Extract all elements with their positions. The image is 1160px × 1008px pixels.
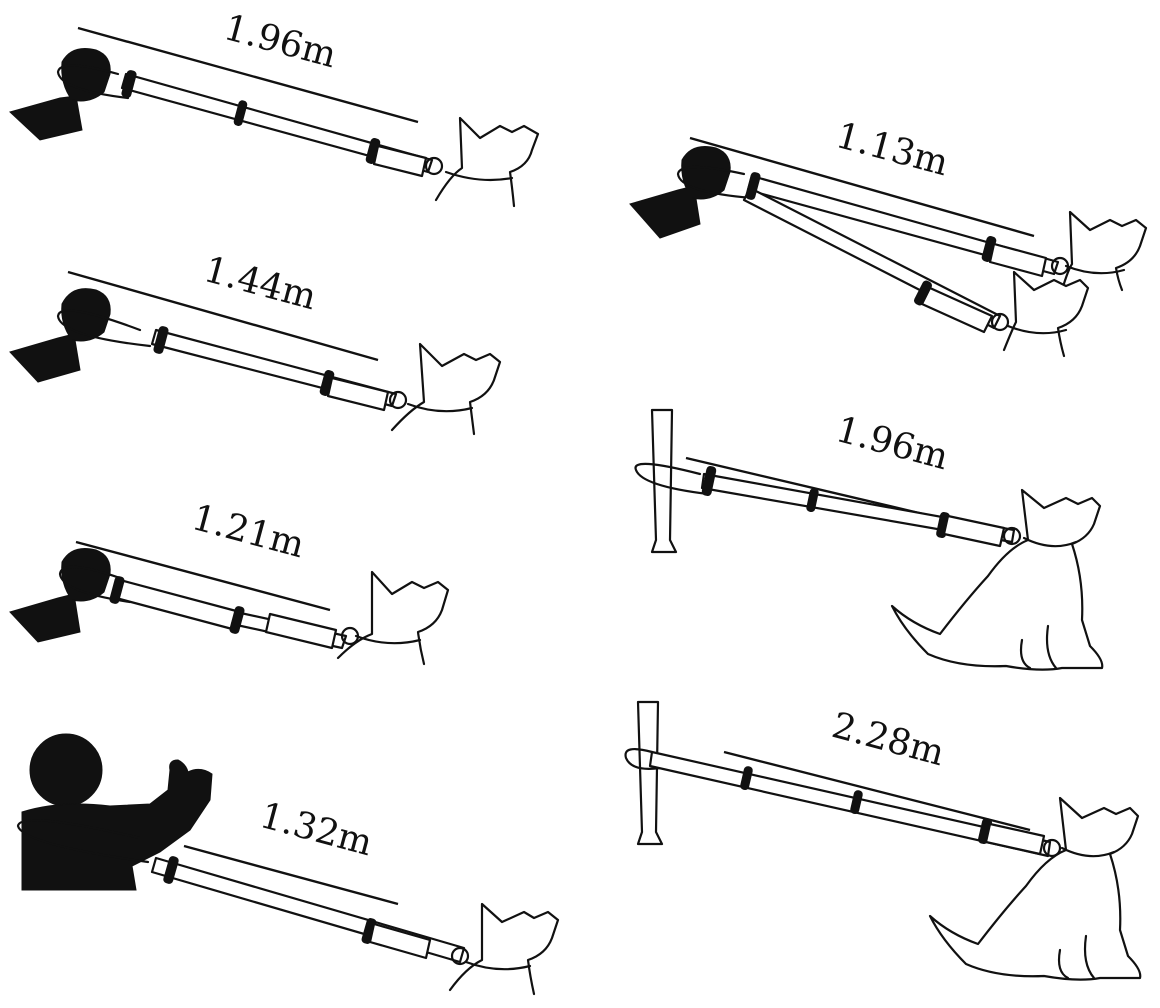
sleeve-icon [9, 593, 81, 643]
length-label: 1.44m [200, 249, 321, 318]
clip-icon [264, 612, 338, 650]
dog-head-icon [1060, 210, 1148, 292]
collar-icon [406, 402, 474, 413]
dog-head-icon [434, 116, 540, 208]
collar-icon [444, 170, 514, 182]
clasp-icon [388, 390, 408, 410]
clip-icon [942, 514, 1006, 548]
clip-icon [984, 822, 1046, 856]
buckle-ring [163, 856, 179, 884]
post-knot [624, 747, 662, 770]
dimension-line [75, 540, 331, 612]
stitch-ring [850, 790, 863, 815]
panel-right-2: 1.96m [634, 408, 1104, 671]
leash-fold [114, 578, 242, 632]
length-label: 1.32m [256, 795, 377, 864]
length-label: 1.21m [188, 497, 309, 566]
collar-icon [354, 634, 422, 645]
panel-left-4: 1.32m [16, 733, 560, 996]
collar-icon [464, 960, 532, 971]
sleeve-icon [9, 95, 83, 141]
buckle-ring [701, 466, 717, 496]
stitch-ring [806, 488, 819, 513]
handle-loop [634, 462, 710, 496]
hand-icon [681, 146, 731, 200]
length-label: 1.96m [220, 7, 341, 76]
stitch-ring [229, 606, 245, 634]
panel-right-1: 1.13m [629, 115, 1148, 358]
clasp-icon [1042, 838, 1062, 858]
post-icon [636, 700, 664, 846]
collar-icon [1022, 536, 1078, 548]
collar-icon [1060, 846, 1116, 858]
post-icon [650, 408, 678, 554]
handle-loop [56, 309, 152, 348]
leash-strap [700, 472, 1016, 544]
panel-right-3: 2.28m [624, 700, 1142, 981]
dog-legs-icon [1019, 624, 1058, 670]
dog-head-icon [390, 342, 502, 436]
dimension-line [77, 26, 419, 124]
stitch-ring [914, 280, 932, 306]
stitch-ring [365, 138, 381, 164]
handle-loop [56, 64, 130, 100]
buckle-ring [121, 70, 137, 98]
clasp-icon [1002, 526, 1022, 546]
clasp-icon [990, 312, 1010, 332]
clip-icon [368, 922, 432, 960]
dimension-line [723, 750, 1031, 832]
buckle-ring [109, 576, 125, 604]
stitch-ring [981, 236, 997, 262]
sleeve-icon [629, 185, 701, 239]
length-label: 1.96m [832, 409, 953, 478]
dog-head-icon [336, 570, 450, 666]
dimension-line [183, 844, 399, 906]
panel-left-3: 1.21m [9, 497, 450, 666]
dog-legs-icon [1057, 934, 1096, 980]
clip-icon [920, 286, 994, 334]
stitch-ring [319, 370, 335, 396]
sleeve-icon [9, 333, 81, 383]
stitch-ring [740, 766, 753, 791]
length-label: 1.13m [832, 115, 953, 184]
person-head-icon [29, 733, 103, 807]
clip-icon [372, 144, 428, 178]
dimension-line [689, 136, 1035, 238]
stitch-ring [233, 100, 248, 126]
clasp-icon [424, 156, 444, 176]
clip-icon [326, 376, 390, 412]
buckle-ring [153, 326, 169, 354]
dog-head-icon [1002, 270, 1090, 358]
panel-left-1: 1.96m [9, 7, 540, 208]
handle-loop [58, 565, 132, 604]
coupler-ring [745, 172, 761, 200]
clip-icon [988, 242, 1048, 278]
dimension-line [67, 270, 379, 362]
stitch-ring [361, 918, 377, 944]
hand-icon [61, 288, 111, 342]
collar-icon [1064, 264, 1126, 275]
collar-icon [1006, 324, 1068, 335]
clasp-icon [450, 946, 470, 966]
dog-head-icon [448, 902, 560, 996]
length-label: 2.28m [828, 705, 949, 774]
person-body-icon [21, 759, 213, 891]
panel-left-2: 1.44m [9, 249, 502, 436]
handle-loop [16, 819, 150, 864]
hand-icon [61, 48, 111, 102]
handle-loop [676, 165, 754, 200]
